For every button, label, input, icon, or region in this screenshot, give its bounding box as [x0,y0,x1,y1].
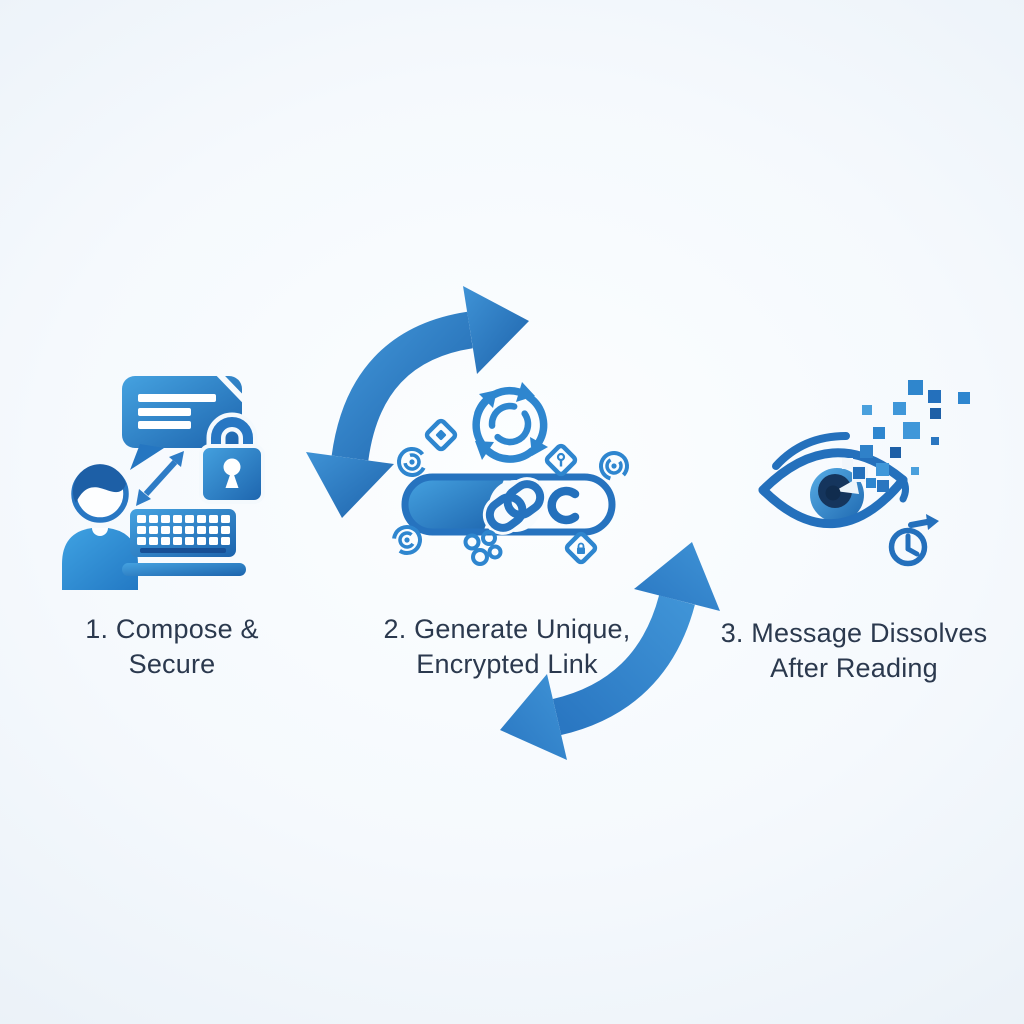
eyelash-arc [772,432,850,470]
diamond-key-icon [544,443,578,477]
flow-arrow-1 [306,286,529,518]
flow-arrow-2 [500,542,720,760]
encrypted-link-icon-cluster [392,382,629,566]
forward-arrow-icon [908,514,939,530]
dots-cluster-icon [463,530,503,566]
step-2-label: 2. Generate Unique, Encrypted Link [357,612,657,682]
step-2-label-line2: Encrypted Link [416,649,598,679]
chain-link-icon [482,477,548,535]
step-1-label: 1. Compose & Secure [32,612,312,682]
c-glyph [547,486,580,525]
step-3-label-line2: After Reading [770,653,938,683]
compose-secure-icon-cluster [62,370,265,590]
ripple-icon [392,525,422,555]
sync-cycle-icon [472,382,548,463]
step-1-label-line2: Secure [128,649,216,679]
exchange-arrows-icon [136,451,184,506]
message-dissolves-icon-cluster [758,380,970,567]
ripple-icon [397,447,427,477]
diamond-lock-icon [564,531,598,565]
laptop-keyboard-icon [122,509,246,576]
step-2-label-line1: 2. Generate Unique, [383,614,631,644]
step-1-label-line1: 1. Compose & [85,614,259,644]
person-icon [62,464,138,590]
timer-clock-icon [888,527,928,567]
encrypted-capsule-icon [401,473,616,536]
step-3-label: 3. Message Dissolves After Reading [704,616,1004,686]
diamond-scan-icon [424,418,458,452]
eye-icon [758,432,909,528]
arrowhead-right [463,286,529,374]
arrowhead-up [634,542,720,611]
arrowhead-left [500,674,567,760]
dissolving-pixels-icon [853,380,970,492]
step-3-label-line1: 3. Message Dissolves [720,618,988,648]
ripple-icon [599,451,629,481]
arrowhead-down [306,452,394,518]
padlock-icon [199,412,265,504]
